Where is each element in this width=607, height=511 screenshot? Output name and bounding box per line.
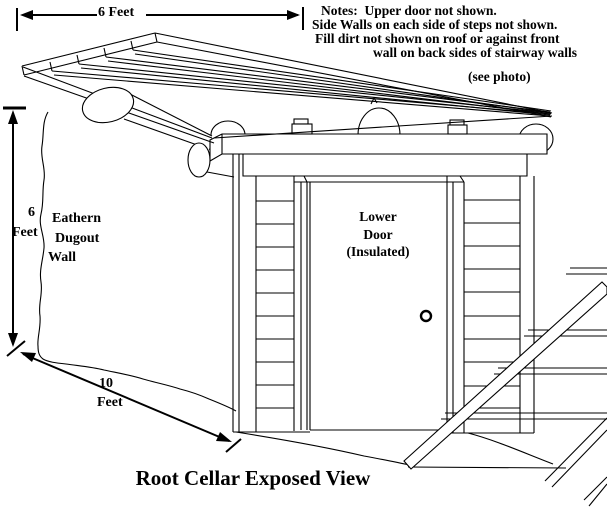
door-label-2: Door — [363, 227, 393, 242]
notes-line-3: Fill dirt not shown on roof or against f… — [315, 31, 560, 46]
wall-length-unit: Feet — [97, 395, 123, 410]
door-knob — [419, 309, 433, 323]
stair-stringer — [403, 281, 607, 470]
notes-line-4: wall on back sides of stairway walls — [373, 45, 578, 60]
dugout-wall-label-1: Eathern — [52, 211, 101, 226]
front-wall — [232, 154, 535, 434]
diagram-title: Root Cellar Exposed View — [135, 466, 371, 490]
header-beams — [209, 133, 548, 177]
earthen-wall-and-ground-lines — [37, 111, 554, 466]
dugout-wall-label-2: Dugout — [55, 231, 100, 246]
header-beam-lower — [242, 153, 528, 177]
roof-planks — [21, 32, 553, 144]
dimension-wall-length — [20, 352, 242, 453]
stairway — [403, 267, 607, 507]
wall-height-value: 6 — [28, 205, 35, 220]
dimension-roof-width — [16, 7, 304, 31]
wall-length-value: 10 — [99, 376, 113, 391]
door-label-3: (Insulated) — [346, 244, 410, 259]
dimension-wall-height — [3, 106, 26, 357]
wall-height-unit: Feet — [12, 225, 38, 240]
notes-line-1: Notes: Upper door not shown. — [321, 3, 497, 18]
notes-see-photo: (see photo) — [468, 69, 531, 84]
mid-log-end — [187, 142, 211, 178]
dugout-wall-label-3: Wall — [48, 250, 77, 265]
left-log-end — [81, 86, 135, 124]
log-ends-front — [81, 86, 211, 178]
door-label-1: Lower — [359, 209, 397, 224]
notes-line-2: Side Walls on each side of steps not sho… — [312, 17, 558, 32]
roof-width-dimension-label: 6 Feet — [98, 5, 135, 20]
